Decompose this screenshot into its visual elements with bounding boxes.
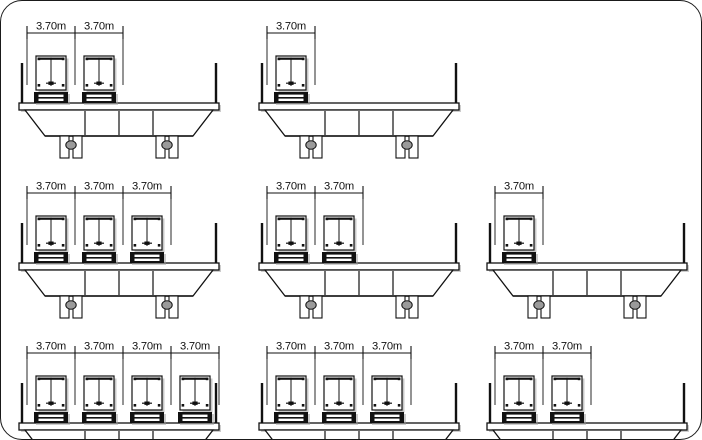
bridge-cross-section: 3.70m [486, 181, 689, 319]
bridge-cross-section: 3.70m 3.70m 3.70m [18, 181, 221, 319]
load-case-panel: 3.70m [469, 167, 701, 319]
dimension-label: 3.70m [372, 341, 402, 353]
truck-load-icon [130, 215, 166, 265]
dimension-label: 3.70m [504, 341, 534, 353]
dimension-label: 3.70m [84, 181, 114, 193]
bridge-deck-girder [486, 383, 689, 439]
truck-load-group [34, 375, 214, 425]
bridge-deck-girder [258, 383, 461, 439]
load-case-panel: 3.70m 3.70m 3.70m [1, 167, 237, 319]
bridge-deck-girder [486, 223, 689, 319]
load-case-panel: 3.70m 3.70m 3.70m [241, 327, 477, 439]
truck-load-group [502, 375, 586, 425]
dimension-label: 3.70m [36, 181, 66, 193]
dimension-label: 3.70m [36, 21, 66, 33]
bridge-deck-girder [18, 63, 221, 159]
bridge-cross-section: 3.70m 3.70m [258, 181, 461, 319]
truck-load-icon [502, 375, 538, 425]
truck-load-group [274, 215, 358, 265]
truck-load-icon [322, 215, 358, 265]
truck-load-icon [82, 375, 118, 425]
dimension-line: 3.70m 3.70m [266, 181, 364, 245]
dimension-line: 3.70m 3.70m 3.70m 3.70m [26, 341, 220, 405]
bridge-cross-section: 3.70m [258, 21, 461, 159]
bridge-deck-girder [258, 223, 461, 319]
truck-load-group [274, 55, 310, 105]
bridge-cross-section: 3.70m 3.70m [18, 21, 221, 159]
dimension-label: 3.70m [84, 341, 114, 353]
truck-load-icon [82, 215, 118, 265]
dimension-label: 3.70m [180, 341, 210, 353]
dimension-label: 3.70m [324, 341, 354, 353]
dimension-line: 3.70m 3.70m 3.70m [26, 181, 172, 245]
dimension-line: 3.70m 3.70m [494, 341, 592, 405]
truck-load-group [34, 215, 166, 265]
dimension-label: 3.70m [276, 21, 306, 33]
truck-load-icon [274, 215, 310, 265]
dimension-line: 3.70m [266, 21, 316, 85]
bridge-deck-girder [18, 223, 221, 319]
truck-load-icon [178, 375, 214, 425]
truck-load-icon [34, 55, 70, 105]
dimension-label: 3.70m [552, 341, 582, 353]
truck-load-group [274, 375, 406, 425]
truck-load-icon [34, 375, 70, 425]
load-case-panel: 3.70m 3.70m [1, 7, 237, 159]
truck-load-group [34, 55, 118, 105]
bridge-cross-section: 3.70m 3.70m 3.70m [258, 341, 461, 439]
dimension-line: 3.70m 3.70m [26, 21, 124, 85]
truck-load-icon [274, 375, 310, 425]
truck-load-icon [34, 215, 70, 265]
dimension-label: 3.70m [324, 181, 354, 193]
load-case-panel: 3.70m 3.70m [469, 327, 701, 439]
load-case-panel: 3.70m [241, 7, 477, 159]
dimension-label: 3.70m [36, 341, 66, 353]
truck-load-icon [370, 375, 406, 425]
dimension-label: 3.70m [132, 181, 162, 193]
dimension-label: 3.70m [276, 181, 306, 193]
truck-load-icon [550, 375, 586, 425]
load-case-panel: 3.70m 3.70m 3.70m 3.70m [1, 327, 237, 439]
truck-load-group [502, 215, 538, 265]
bridge-cross-section: 3.70m 3.70m [486, 341, 689, 439]
truck-load-icon [82, 55, 118, 105]
dimension-label: 3.70m [84, 21, 114, 33]
truck-load-icon [322, 375, 358, 425]
truck-load-icon [130, 375, 166, 425]
load-case-panel: 3.70m 3.70m [241, 167, 477, 319]
bridge-deck-girder [18, 383, 221, 439]
bridge-deck-girder [258, 63, 461, 159]
truck-load-icon [502, 215, 538, 265]
bridge-cross-section: 3.70m 3.70m 3.70m 3.70m [18, 341, 221, 439]
truck-load-icon [274, 55, 310, 105]
dimension-label: 3.70m [276, 341, 306, 353]
dimension-label: 3.70m [504, 181, 534, 193]
dimension-line: 3.70m [494, 181, 544, 245]
dimension-label: 3.70m [132, 341, 162, 353]
dimension-line: 3.70m 3.70m 3.70m [266, 341, 412, 405]
